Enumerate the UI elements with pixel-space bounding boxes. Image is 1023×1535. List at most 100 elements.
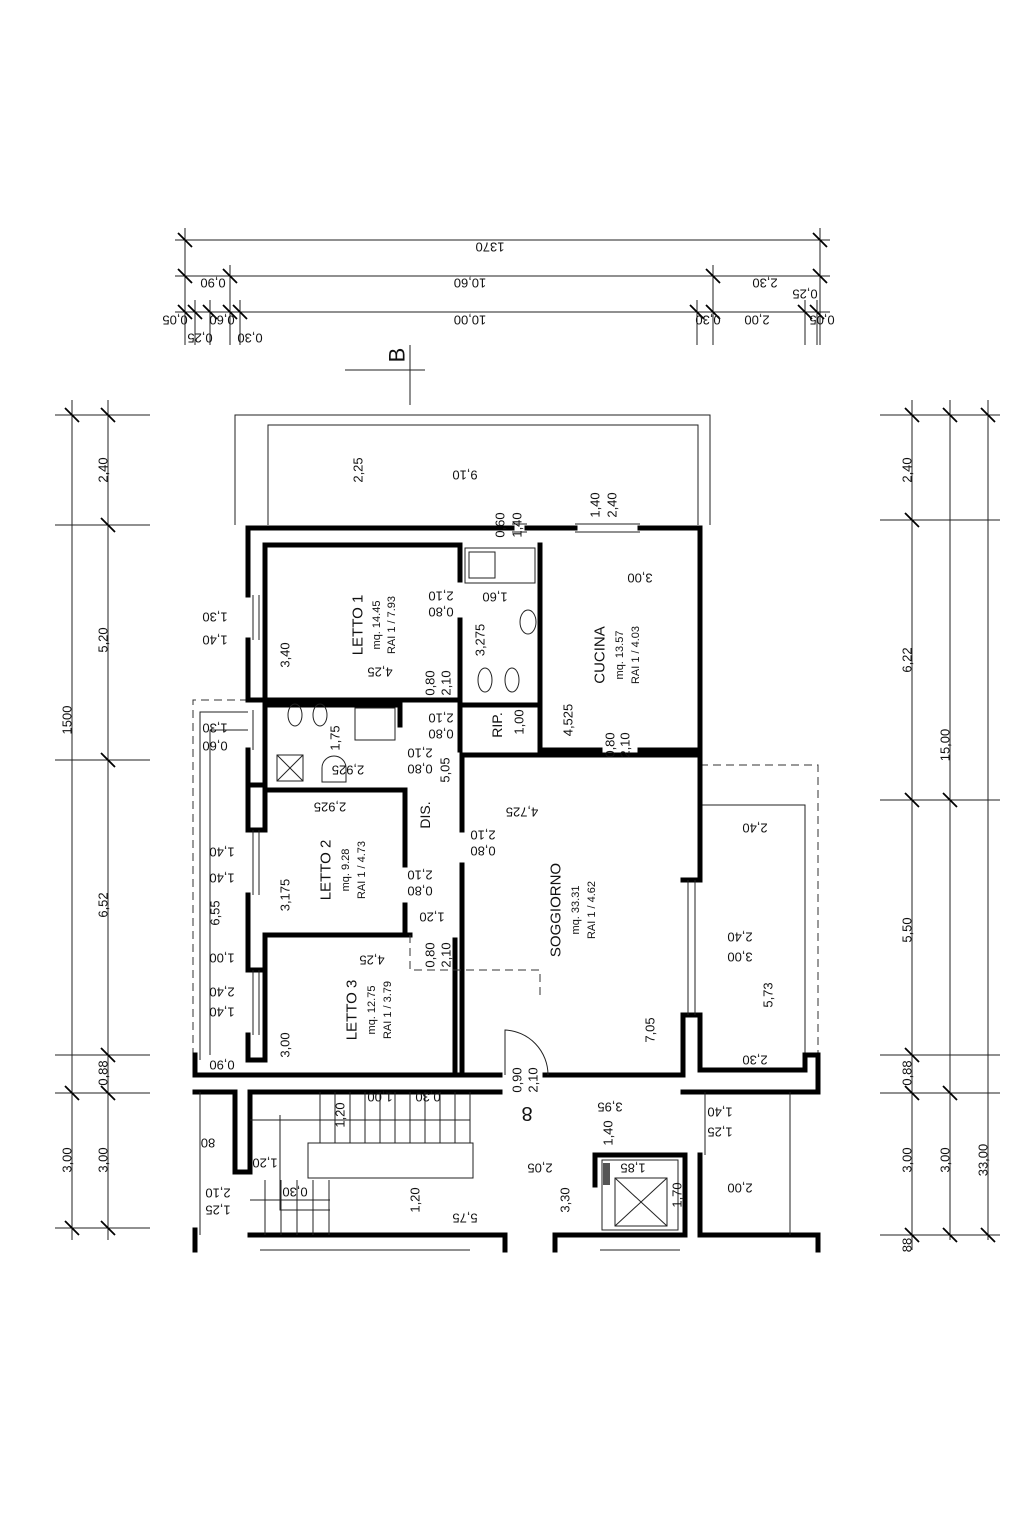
room-dimension: 1,40 bbox=[510, 512, 525, 537]
room-dimension: 2,925 bbox=[332, 763, 365, 778]
room-dimension: 0,80 bbox=[423, 942, 438, 967]
dimension-tick bbox=[689, 304, 705, 320]
room-dimension: 2,00 bbox=[727, 1181, 752, 1196]
right-dimension-lines bbox=[880, 400, 1000, 1250]
room-dimension: 9,10 bbox=[452, 468, 477, 483]
dimension-label: 33,00 bbox=[976, 1144, 991, 1177]
soggiorno-dashed-line bbox=[409, 935, 541, 995]
walls bbox=[192, 525, 821, 1253]
dimension-tick bbox=[222, 268, 238, 284]
room-dimension: 1,40 bbox=[209, 871, 234, 886]
room-dimension: 0,90 bbox=[510, 1067, 525, 1092]
dimension-label: 0,30 bbox=[237, 331, 262, 346]
room-dimension: 0,80 bbox=[407, 762, 432, 777]
dimension-tick bbox=[64, 1085, 80, 1101]
room-name: RIP. bbox=[489, 712, 505, 737]
room-dimension: 3,275 bbox=[473, 624, 488, 657]
room-area: mq. 9.28 bbox=[340, 849, 352, 892]
dimension-label: 1500 bbox=[60, 706, 75, 735]
dimension-tick bbox=[100, 752, 116, 768]
room-dimension: 6,55 bbox=[208, 900, 223, 925]
top-balcony bbox=[234, 414, 711, 525]
room-dimension: 2,30 bbox=[742, 1053, 767, 1068]
dimension-label: 0,90 bbox=[200, 276, 225, 291]
room-dimension: 1,70 bbox=[670, 1182, 685, 1207]
dimension-tick bbox=[904, 1085, 920, 1101]
room-dimension: 0,80 bbox=[428, 605, 453, 620]
section-marker-b bbox=[345, 345, 425, 405]
room-dimension: 2,40 bbox=[727, 930, 752, 945]
dimension-label: 88 bbox=[900, 1238, 915, 1252]
dimension-tick bbox=[812, 268, 828, 284]
dimension-tick bbox=[797, 304, 813, 320]
room-dimension: 5,73 bbox=[761, 982, 776, 1007]
dimension-label: 2,40 bbox=[900, 457, 915, 482]
dimension-tick bbox=[904, 1047, 920, 1063]
room-name: LETTO 3 bbox=[344, 980, 361, 1041]
dimension-tick bbox=[942, 1227, 958, 1243]
room-dimension: 1,20 bbox=[333, 1102, 348, 1127]
room-dimension: 1,30 bbox=[202, 721, 227, 736]
room-dimension: 4,725 bbox=[506, 805, 539, 820]
room-dimension: 0,80 bbox=[603, 732, 618, 757]
dimension-tick bbox=[64, 1220, 80, 1236]
room-dimension: 2,10 bbox=[428, 589, 453, 604]
dimension-total-width: 1370 bbox=[476, 240, 505, 255]
room-name: DIS. bbox=[417, 801, 433, 828]
right-balcony bbox=[700, 764, 819, 1060]
dimension-tick bbox=[177, 268, 193, 284]
room-dimension: 2,10 bbox=[439, 670, 454, 695]
dimension-tick bbox=[177, 304, 193, 320]
left-balcony bbox=[192, 699, 248, 1060]
dimension-label: 2,40 bbox=[96, 457, 111, 482]
room-dimension: 3,40 bbox=[278, 642, 293, 667]
room-dimension: 2,10 bbox=[407, 746, 432, 761]
room-dimension: 2,10 bbox=[470, 828, 495, 843]
room-dimension: 3,30 bbox=[558, 1187, 573, 1212]
dimension-tick bbox=[904, 1227, 920, 1243]
dimension-tick bbox=[232, 304, 248, 320]
room-dimension: 4,525 bbox=[561, 704, 576, 737]
room-dimension: 2,05 bbox=[527, 1161, 552, 1176]
dimension-label: 0,05 bbox=[809, 313, 834, 328]
dimension-label: 2,00 bbox=[744, 313, 769, 328]
room-dimension: 0,30 bbox=[282, 1185, 307, 1200]
room-dimension: 0,80 bbox=[407, 884, 432, 899]
dimension-label: 0,25 bbox=[792, 287, 817, 302]
room-dimension: 1,85 bbox=[620, 1161, 645, 1176]
section-marker-label: B bbox=[385, 348, 410, 363]
room-dimension: 2,40 bbox=[605, 492, 620, 517]
room-name: CUCINA bbox=[592, 626, 609, 684]
dimension-label: 3,00 bbox=[96, 1147, 111, 1172]
dimension-label: 10,60 bbox=[454, 276, 487, 291]
dimension-tick bbox=[904, 407, 920, 423]
room-dimension: 1,40 bbox=[707, 1105, 732, 1120]
room-dimension: 1,40 bbox=[588, 492, 603, 517]
room-dimension: 80 bbox=[201, 1136, 215, 1151]
dimension-tick bbox=[100, 407, 116, 423]
dimension-label: 0,30 bbox=[695, 313, 720, 328]
room-dimension: 1,40 bbox=[202, 633, 227, 648]
room-dimension: 5,05 bbox=[438, 757, 453, 782]
dimension-label: 0,88 bbox=[900, 1060, 915, 1085]
dimension-tick bbox=[177, 232, 193, 248]
bathroom-fixtures bbox=[276, 547, 537, 783]
dimension-tick bbox=[980, 407, 996, 423]
dimension-tick bbox=[942, 1085, 958, 1101]
room-dimension: 1,30 bbox=[202, 610, 227, 625]
dimension-tick bbox=[942, 792, 958, 808]
dimension-tick bbox=[202, 304, 218, 320]
room-dimension: 0,30 bbox=[415, 1090, 440, 1105]
landing-lines bbox=[199, 1092, 791, 1251]
entrance-number: 8 bbox=[521, 1102, 532, 1124]
room-dimension: 4,25 bbox=[367, 665, 392, 680]
dimension-tick bbox=[187, 304, 203, 320]
dimension-tick bbox=[64, 407, 80, 423]
room-dimension: 2,25 bbox=[351, 457, 366, 482]
room-dimension: 1,20 bbox=[408, 1187, 423, 1212]
room-dimension: 2,10 bbox=[439, 942, 454, 967]
dimension-tick bbox=[222, 304, 238, 320]
room-rai: RAI 1 / 4.73 bbox=[356, 841, 368, 899]
elevator bbox=[601, 1159, 679, 1231]
